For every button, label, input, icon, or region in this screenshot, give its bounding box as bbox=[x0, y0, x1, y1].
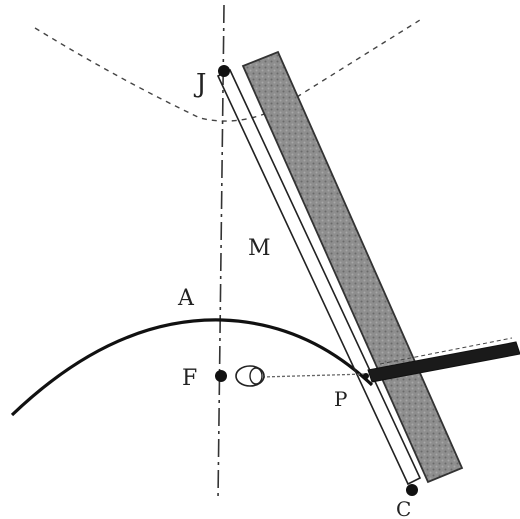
ruler-bar bbox=[241, 50, 464, 484]
label-focus: F bbox=[182, 366, 197, 391]
parabola-curve bbox=[10, 318, 374, 417]
bottom-point-dot bbox=[406, 484, 418, 496]
focus-dot bbox=[215, 370, 227, 382]
axis-line bbox=[217, 4, 225, 501]
label-top-point: J bbox=[193, 69, 206, 99]
contact-point-dot bbox=[363, 373, 369, 379]
dashed-arc bbox=[34, 19, 421, 122]
top-point-dot bbox=[218, 65, 230, 77]
label-bottom-point: C bbox=[396, 497, 411, 519]
label-vertex: A bbox=[177, 286, 195, 311]
focus-string bbox=[261, 373, 367, 378]
label-contact-point: P bbox=[334, 387, 347, 411]
string-guide bbox=[216, 68, 422, 486]
pencil bbox=[367, 341, 520, 383]
label-rod: M bbox=[248, 236, 271, 261]
focus-pin-ring bbox=[249, 367, 263, 385]
pencil-outline bbox=[379, 337, 513, 365]
